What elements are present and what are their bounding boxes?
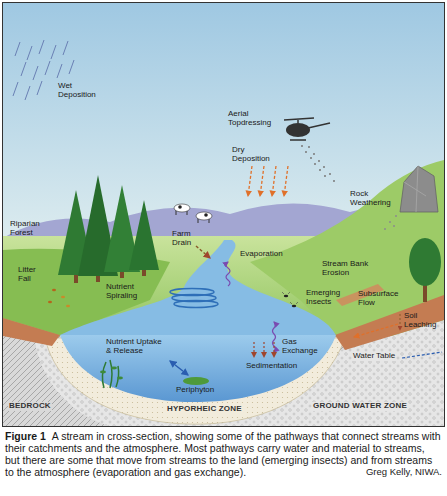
- leaf: [66, 305, 70, 307]
- pathway-label: Periphyton: [176, 386, 214, 395]
- insect: [284, 295, 288, 297]
- aquatic-plants: [100, 360, 123, 388]
- plant-leaf: [100, 371, 106, 374]
- pathway-label: Nutrient Uptake & Release: [106, 338, 166, 356]
- arrow: [263, 342, 264, 357]
- tree-trunk: [120, 272, 124, 278]
- insect: [292, 305, 296, 307]
- pathway-label: Sedimentation: [246, 362, 297, 371]
- pathway-label: Subsurface Flow: [358, 290, 398, 308]
- pathway-label: Emerging Insects: [306, 289, 340, 307]
- pathway-label: Soil Leaching: [404, 312, 436, 330]
- subsurface-flow-arrow: [354, 324, 398, 337]
- arrow: [248, 166, 252, 196]
- periphyton: [183, 377, 209, 385]
- soil-leaching-arrow: [400, 314, 401, 330]
- cow: [174, 204, 190, 212]
- leaf: [52, 289, 56, 291]
- topdressing-spray: [302, 146, 334, 181]
- figure-number: Figure 1: [5, 430, 46, 442]
- spiral-loop: [174, 301, 218, 308]
- pathway-label: Dry Deposition: [232, 146, 270, 164]
- helicopter-body: [286, 123, 310, 137]
- zone-label: BEDROCK: [8, 402, 52, 411]
- pathway-label: Riparian Forest: [10, 220, 40, 238]
- soil-right: [335, 295, 444, 350]
- riparian-trees: [58, 175, 441, 302]
- plant-stems: [102, 360, 118, 388]
- water-table-line: [402, 352, 442, 358]
- soil-left: [3, 318, 60, 346]
- pathway-label: Gas Exchange: [282, 338, 318, 356]
- farm-drain: [196, 246, 210, 258]
- pathway-label: Litter Fall: [18, 266, 36, 284]
- rock: [385, 166, 438, 229]
- evaporation-arrow: [226, 262, 230, 286]
- caption-block: Figure 1A stream in cross-section, showi…: [5, 430, 442, 478]
- dry-deposition-arrows: [248, 166, 288, 196]
- arrow: [253, 342, 254, 357]
- pathway-label: Aerial Topdressing: [228, 110, 271, 128]
- cow: [196, 212, 212, 220]
- zone-label: GROUND WATER ZONE: [312, 402, 408, 411]
- pathway-label: Nutrient Spiraling: [106, 283, 137, 301]
- leaf: [48, 301, 52, 303]
- nutrient-spiral: [170, 289, 218, 308]
- leaf: [61, 296, 65, 298]
- cows: [174, 204, 212, 223]
- rock-dust: [385, 216, 396, 229]
- cow-spot: [178, 205, 182, 209]
- rock-cracks: [404, 166, 426, 212]
- arrow: [260, 166, 264, 196]
- insect-wings: [290, 302, 298, 304]
- tree-canopy: [129, 200, 159, 270]
- rock-outcrop: [400, 166, 438, 212]
- plant-leaf: [117, 377, 123, 380]
- figure-frame: [3, 3, 445, 427]
- tree-trunk: [142, 270, 146, 276]
- arrow: [273, 342, 274, 357]
- tree-trunk: [74, 275, 78, 283]
- pathway-label: Farm Drain: [172, 230, 191, 248]
- helicopter-frame: [284, 118, 330, 140]
- pathway-label: Evaporation: [240, 250, 283, 259]
- nutrient-arrow: [170, 361, 188, 375]
- stream-channel: [60, 335, 336, 402]
- pathway-label: Water Table: [352, 352, 396, 361]
- insect-wings: [282, 292, 290, 294]
- tree-canopy: [409, 238, 441, 286]
- insects: [282, 292, 298, 307]
- litter: [48, 289, 70, 307]
- sedimentation-arrows: [254, 342, 274, 357]
- pathway-label: Wet Deposition: [58, 82, 96, 100]
- tree-trunk: [96, 276, 100, 282]
- cow-spot: [204, 213, 208, 217]
- pathway-label: Rock Weathering: [350, 190, 391, 208]
- arrow: [272, 166, 276, 196]
- helicopter: [284, 118, 334, 181]
- arrow: [284, 166, 288, 196]
- credit-label: Greg Kelly, NIWA.: [366, 466, 442, 478]
- zone-label: HYPORHEIC ZONE: [166, 405, 243, 414]
- plant-leaf: [111, 367, 117, 370]
- pathway-label: Stream Bank Erosion: [322, 260, 374, 278]
